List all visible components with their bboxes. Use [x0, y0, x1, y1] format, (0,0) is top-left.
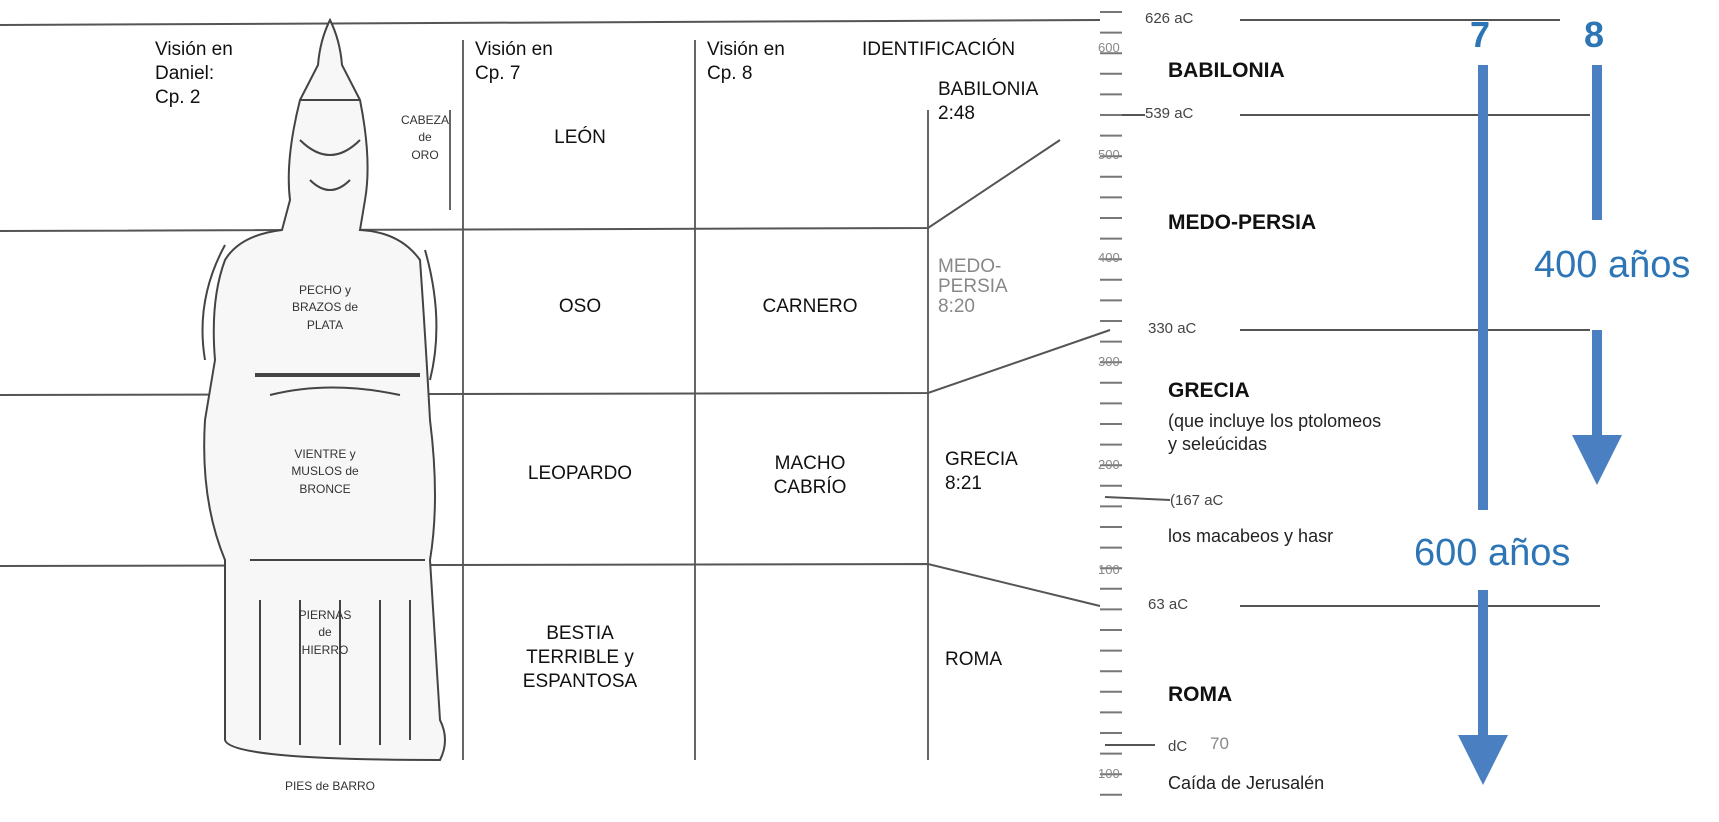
note-grecia: (que incluye los ptolomeos y seleúcidas — [1168, 411, 1382, 454]
scale-400: 400 — [1098, 250, 1120, 265]
note-caida-jerusalen: Caída de Jerusalén — [1168, 773, 1325, 793]
row-separator-babilonia — [0, 139, 1061, 232]
header-cp8: Visión en Cp. 8 — [707, 39, 785, 84]
scale-100: 100 — [1098, 562, 1120, 577]
empire-grecia: GRECIA — [1168, 379, 1250, 402]
date-330: 330 aC — [1148, 320, 1197, 337]
scale-500: 500 — [1098, 147, 1120, 162]
span-400-anos: 400 años — [1530, 242, 1695, 290]
cp7-leon: LEÓN — [554, 127, 606, 148]
label-pies-barro: PIES de BARRO — [284, 779, 376, 793]
label-vientre-bronce: VIENTRE y MUSLOS de BRONCE — [291, 447, 359, 496]
scale-300: 300 — [1098, 354, 1120, 369]
arrow-label-7: 7 — [1470, 14, 1491, 55]
ident-babilonia: BABILONIA 2:48 — [938, 79, 1039, 124]
cp7-oso: OSO — [558, 296, 602, 317]
scale-600: 600 — [1098, 40, 1120, 55]
top-border-line — [0, 19, 1101, 26]
label-piernas-hierro: PIERNAS de HIERRO — [298, 608, 352, 657]
empire-babilonia: BABILONIA — [1168, 59, 1285, 82]
scale-200: 200 — [1098, 457, 1120, 472]
span-600-anos: 600 años — [1410, 530, 1575, 578]
cp7-leopardo: LEOPARDO — [527, 463, 633, 484]
line-167 — [1104, 496, 1171, 501]
date-539: 539 aC — [1145, 105, 1194, 122]
empire-roma: ROMA — [1168, 683, 1233, 706]
date-63: 63 aC — [1148, 596, 1189, 613]
statue-figure — [201, 17, 446, 762]
cp8-macho-cabrio: MACHO CABRÍO — [773, 453, 847, 498]
arrow-label-8: 8 — [1584, 14, 1605, 55]
label-cabeza-oro: CABEZA de ORO — [400, 113, 449, 162]
row-separator-medopersia — [0, 329, 1111, 396]
cp8-carnero: CARNERO — [762, 296, 858, 317]
header-identificacion: IDENTIFICACIÓN — [862, 39, 1016, 60]
ident-grecia: GRECIA 8:21 — [945, 449, 1018, 494]
ident-roma: ROMA — [945, 649, 1002, 670]
date-70-prefix: dC — [1168, 738, 1188, 755]
header-daniel: Visión en Daniel: Cp. 2 — [155, 39, 233, 108]
note-macabeos: los macabeos y hasr — [1168, 526, 1334, 546]
date-167: (167 aC — [1170, 492, 1224, 509]
row-separator-grecia — [0, 562, 1101, 607]
cp7-bestia: BESTIA TERRIBLE y ESPANTOSA — [522, 623, 638, 692]
ident-medopersia: MEDO- PERSIA 8:20 — [938, 256, 1008, 317]
scale-100-dc: 100 — [1098, 766, 1120, 781]
label-pecho-plata: PECHO y BRAZOS de PLATA — [291, 283, 359, 332]
date-626: 626 aC — [1145, 10, 1194, 27]
timeline-ruler — [1100, 11, 1122, 796]
date-70-number: 70 — [1210, 734, 1229, 753]
empire-medopersia: MEDO-PERSIA — [1168, 211, 1317, 234]
header-cp7: Visión en Cp. 7 — [475, 39, 553, 84]
